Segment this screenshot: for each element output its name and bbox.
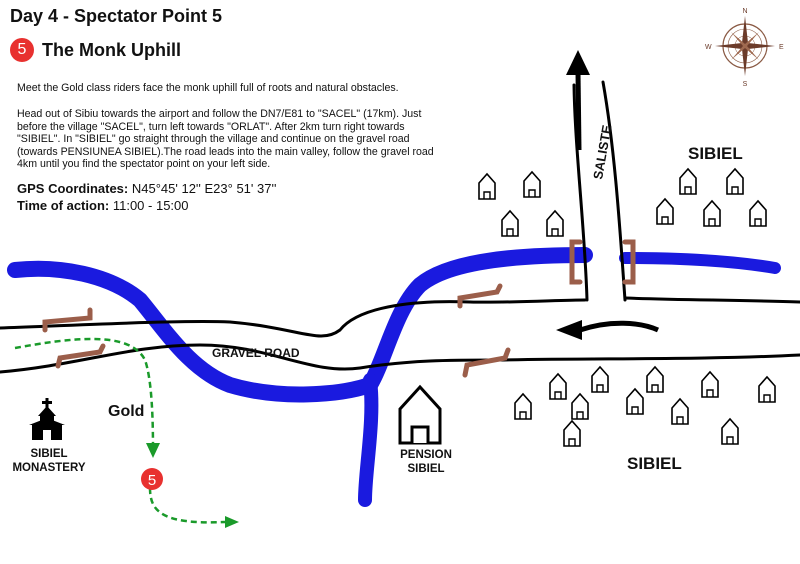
- time-value: 11:00 - 15:00: [112, 198, 189, 213]
- label-saliste: SALISTE: [590, 124, 614, 181]
- svg-text:S: S: [743, 81, 748, 88]
- point-number-badge: 5: [10, 38, 34, 62]
- direction-arrow-west: [579, 320, 660, 333]
- spectator-point-heading: 5 The Monk Uphill: [10, 38, 181, 62]
- house-icon: [501, 209, 519, 237]
- house-icon: [726, 167, 744, 195]
- time-label: Time of action:: [17, 198, 110, 213]
- label-monastery-sibiel: SIBIEL: [30, 448, 67, 460]
- spectator-point-marker[interactable]: [141, 468, 163, 490]
- label-monastery: MONASTERY: [12, 462, 85, 474]
- house-icon: [679, 167, 697, 195]
- gold-route: [14, 337, 226, 524]
- gps-coordinates: GPS Coordinates: N45°45' 12'' E23° 51' 3…: [17, 181, 276, 196]
- label-pension-sibiel: SIBIEL: [407, 463, 444, 475]
- houses: [478, 167, 776, 447]
- house-icon: [478, 172, 496, 200]
- route-arrow-icon: [146, 443, 160, 458]
- label-sibiel-north: SIBIEL: [688, 144, 743, 163]
- label-gold-class: Gold: [108, 403, 144, 420]
- svg-text:E: E: [779, 44, 784, 51]
- arrow-head-icon: [556, 320, 582, 340]
- time-of-action: Time of action: 11:00 - 15:00: [17, 198, 189, 213]
- house-icon: [591, 365, 609, 393]
- house-icon: [546, 209, 564, 237]
- church-icon: [29, 398, 65, 440]
- label-pension: PENSION: [400, 449, 452, 461]
- house-icon: [703, 199, 721, 227]
- house-icon: [549, 372, 567, 400]
- house-icon: [656, 197, 674, 225]
- svg-text:W: W: [705, 44, 712, 51]
- bridges: [42, 239, 636, 378]
- river: [7, 247, 781, 507]
- house-icon: [514, 392, 532, 420]
- house-icon: [563, 419, 581, 447]
- house-icon: [571, 392, 589, 420]
- label-sibiel-south: SIBIEL: [627, 454, 682, 473]
- route-arrow-icon: [225, 516, 239, 528]
- house-icon: [646, 365, 664, 393]
- marker-number: 5: [148, 472, 156, 489]
- page-title: Day 4 - Spectator Point 5: [10, 6, 223, 26]
- pension-building-icon: [398, 384, 442, 445]
- house-icon: [721, 417, 739, 445]
- svg-text:N: N: [742, 8, 747, 15]
- house-icon: [749, 199, 767, 227]
- gps-label: GPS Coordinates:: [17, 181, 129, 196]
- label-gravel-road: GRAVEL ROAD: [212, 346, 300, 360]
- intro-text: Meet the Gold class riders face the monk…: [17, 82, 399, 94]
- house-icon: [626, 387, 644, 415]
- gps-value: N45°45' 12'' E23° 51' 37'': [131, 181, 277, 196]
- house-icon: [671, 397, 689, 425]
- point-title: The Monk Uphill: [42, 39, 181, 60]
- arrow-head-icon: [566, 50, 590, 75]
- directions-text: Head out of Sibiu towards the airport an…: [17, 108, 434, 171]
- direction-arrow-north: [575, 71, 582, 151]
- house-icon: [523, 170, 541, 198]
- house-icon: [701, 370, 719, 398]
- compass-rose-icon: N S E W: [705, 8, 784, 88]
- house-icon: [758, 375, 776, 403]
